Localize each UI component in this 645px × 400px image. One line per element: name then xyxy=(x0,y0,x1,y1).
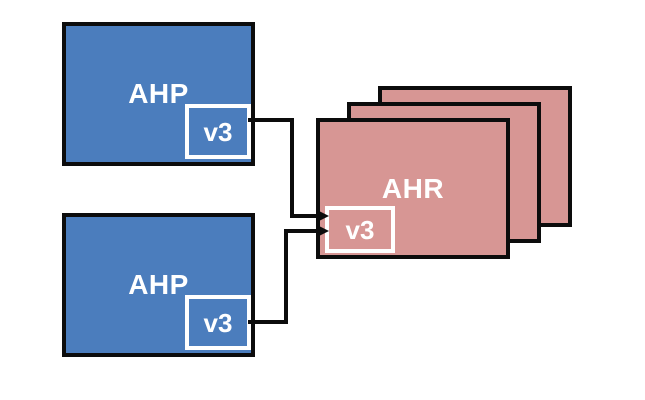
ahp-bottom-v3-badge: v3 xyxy=(185,295,251,350)
ahr-v3-badge-label: v3 xyxy=(345,214,375,245)
ahp-top-v3-badge: v3 xyxy=(185,104,251,159)
ahp-top-v3-badge-label: v3 xyxy=(203,116,233,147)
ahp-bottom-label: AHP xyxy=(128,269,189,300)
ahp-bottom-v3-badge-label: v3 xyxy=(203,307,233,338)
ahp-top-label: AHP xyxy=(128,78,189,109)
connector-top-ahp-to-ahr xyxy=(248,118,317,218)
ahr-node: AHR v3 xyxy=(316,118,510,259)
ahr-v3-badge: v3 xyxy=(325,206,395,253)
ahp-node-top: AHP v3 xyxy=(62,22,255,166)
ahp-node-bottom: AHP v3 xyxy=(62,213,255,357)
ahr-label: AHR xyxy=(381,172,445,204)
connector-bottom-ahp-to-ahr xyxy=(248,229,317,324)
